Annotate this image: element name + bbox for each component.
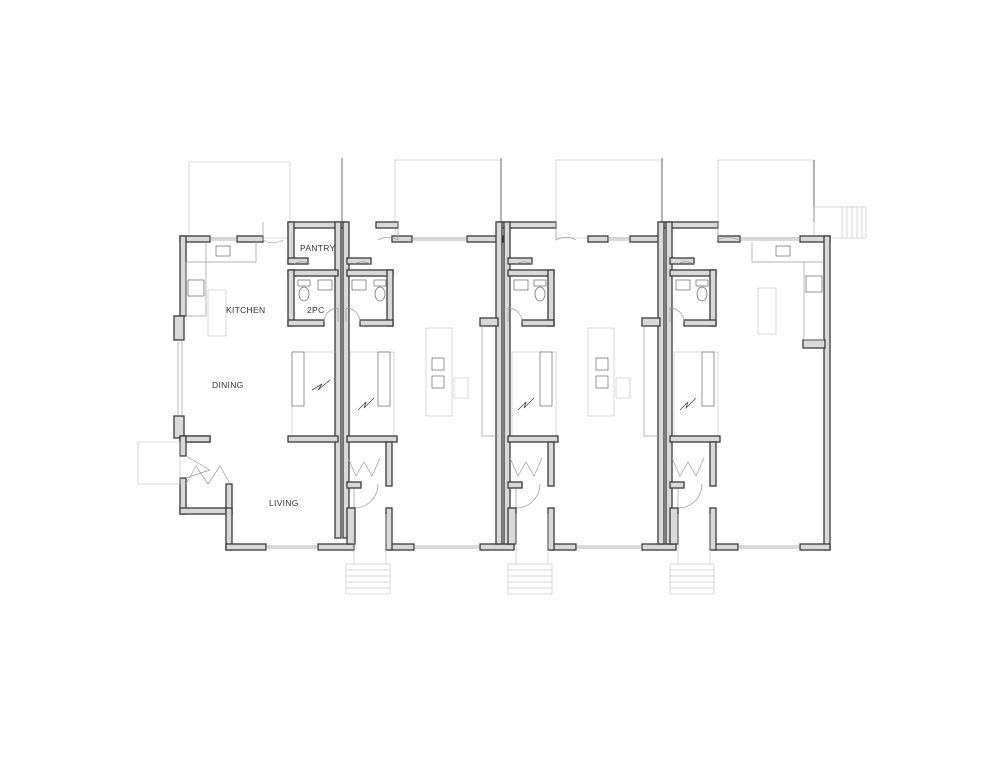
service-cores xyxy=(287,221,717,327)
front-steps xyxy=(345,514,715,595)
interior-partitions xyxy=(185,435,211,443)
kitchen-counters xyxy=(185,242,824,437)
pantry-label: PANTRY xyxy=(300,243,336,253)
front-closets xyxy=(185,441,717,551)
rear-stair xyxy=(813,206,867,239)
front-wall xyxy=(225,543,831,551)
rear-windows xyxy=(210,237,800,241)
left-end-wall xyxy=(137,235,233,551)
door-swing-icon xyxy=(185,222,739,509)
powder-room-label: 2PC xyxy=(307,305,324,315)
toilet-icon xyxy=(297,279,709,302)
kitchen-label: KITCHEN xyxy=(226,305,265,315)
dining-label: DINING xyxy=(212,380,244,390)
living-label: LIVING xyxy=(269,498,299,508)
stair-icon xyxy=(287,351,721,443)
party-walls xyxy=(334,221,673,545)
